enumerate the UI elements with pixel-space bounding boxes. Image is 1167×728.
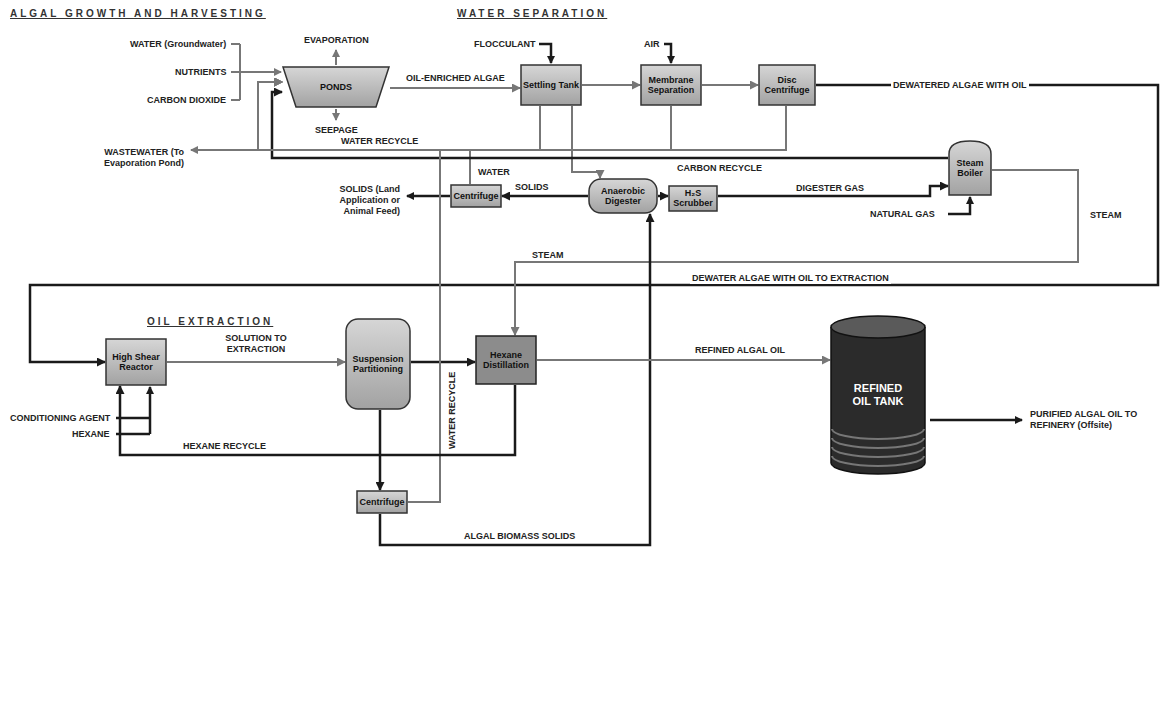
flow-label: REFINED ALGAL OIL — [693, 345, 787, 356]
input-label: CONDITIONING AGENT — [8, 413, 112, 424]
flow-line — [572, 106, 600, 178]
input-label: NUTRIENTS — [173, 67, 229, 78]
stream-label: STEAM — [1088, 210, 1124, 221]
flow-label: OIL-ENRICHED ALGAE — [404, 73, 507, 84]
input-label: FLOCCULANT — [472, 39, 538, 50]
output-label: SEEPAGE — [313, 125, 360, 136]
node-label: Membrane Separation — [643, 75, 699, 96]
flow-label: DEWATER ALGAE WITH OIL TO EXTRACTION — [690, 273, 891, 284]
output-label: PURIFIED ALGAL OIL TO REFINERY (Offsite) — [1028, 409, 1158, 431]
input-lines — [231, 44, 240, 100]
flow-label: WATER — [476, 167, 512, 178]
section-heading: WATER SEPARATION — [455, 8, 609, 20]
reactor-input-arrow — [149, 387, 152, 434]
section-heading: ALGAL GROWTH AND HARVESTING — [8, 8, 268, 20]
node-label: REFINED OIL TANK — [848, 382, 908, 407]
wastewater-arrow — [191, 149, 258, 151]
input-label: NATURAL GAS — [868, 209, 937, 220]
pond-feed-arrow — [240, 71, 281, 73]
input-label: HEXANE — [70, 429, 112, 440]
input-label: WATER (Groundwater) — [128, 39, 228, 50]
output-label: EVAPORATION — [302, 35, 371, 46]
flow-line — [702, 84, 758, 86]
process-box: Settling Tank — [520, 64, 582, 106]
air-arrow — [664, 44, 671, 63]
flow-label: SOLUTION TO EXTRACTION — [216, 333, 296, 355]
storage-tank: REFINED OIL TANK — [830, 315, 926, 475]
node-label: Centrifuge — [360, 497, 405, 507]
flow-label: WATER RECYCLE — [339, 136, 420, 147]
node-label: PONDS — [320, 82, 352, 92]
boiler-unit: Steam Boiler — [948, 140, 992, 196]
input-label: CARBON DIOXIDE — [145, 95, 228, 106]
flow-line — [380, 214, 650, 545]
process-box: Centrifuge — [450, 184, 502, 208]
flow-line — [658, 195, 668, 198]
process-box: High Shear Reactor — [105, 338, 167, 386]
output-label: WASTEWATER (To Evaporation Pond) — [76, 147, 186, 169]
flow-line — [390, 87, 520, 89]
flow-label: CARBON RECYCLE — [675, 163, 764, 174]
node-label: Centrifuge — [454, 191, 499, 201]
flow-line — [379, 410, 382, 490]
evaporation-arrow — [335, 50, 337, 65]
flow-label: DIGESTER GAS — [794, 183, 866, 194]
flow-line — [582, 84, 640, 86]
flow-line — [537, 359, 830, 361]
flow-label: ALGAL BIOMASS SOLIDS — [462, 531, 577, 542]
node-label: Suspension Partitioning — [348, 354, 408, 375]
process-box: Disc Centrifuge — [758, 64, 816, 106]
input-label: AIR — [642, 39, 662, 50]
process-box: Hexane Distillation — [475, 335, 537, 385]
node-label: Anaerobic Digester — [591, 186, 655, 207]
flow-line — [30, 85, 1158, 362]
digester-vessel: Anaerobic Digester — [588, 178, 658, 214]
flow-line — [515, 170, 1078, 335]
partition-vessel: Suspension Partitioning — [345, 318, 411, 410]
process-box: H₂S Scrubber — [668, 185, 718, 212]
seepage-arrow — [335, 109, 337, 120]
solids-out-arrow — [407, 195, 450, 198]
flow-label: HEXANE RECYCLE — [181, 441, 268, 452]
output-label: SOLIDS (Land Application or Animal Feed) — [310, 184, 402, 216]
process-box: Membrane Separation — [640, 64, 702, 106]
node-label: High Shear Reactor — [108, 352, 164, 373]
flow-line — [258, 82, 440, 502]
node-label: Settling Tank — [523, 80, 579, 90]
node-label: H₂S Scrubber — [671, 188, 715, 209]
natural-gas-arrow — [948, 197, 970, 214]
node-label: Disc Centrifuge — [761, 75, 813, 96]
pond-basin: PONDS — [282, 66, 390, 108]
flow-line — [502, 195, 588, 198]
flocculant-arrow — [539, 44, 551, 63]
flow-label: SOLIDS — [513, 182, 551, 193]
section-heading: OIL EXTRACTION — [145, 316, 275, 328]
process-box: Centrifuge — [356, 490, 408, 514]
stream-label: DEWATERED ALGAE WITH OIL — [891, 80, 1029, 91]
flow-label: WATER RECYCLE — [447, 370, 458, 451]
flow-line — [411, 361, 475, 364]
node-label: Hexane Distillation — [478, 350, 534, 371]
flow-label: STEAM — [530, 250, 566, 261]
refinery-arrow — [930, 419, 1022, 422]
flow-line — [167, 361, 345, 363]
node-label: Steam Boiler — [951, 158, 989, 179]
